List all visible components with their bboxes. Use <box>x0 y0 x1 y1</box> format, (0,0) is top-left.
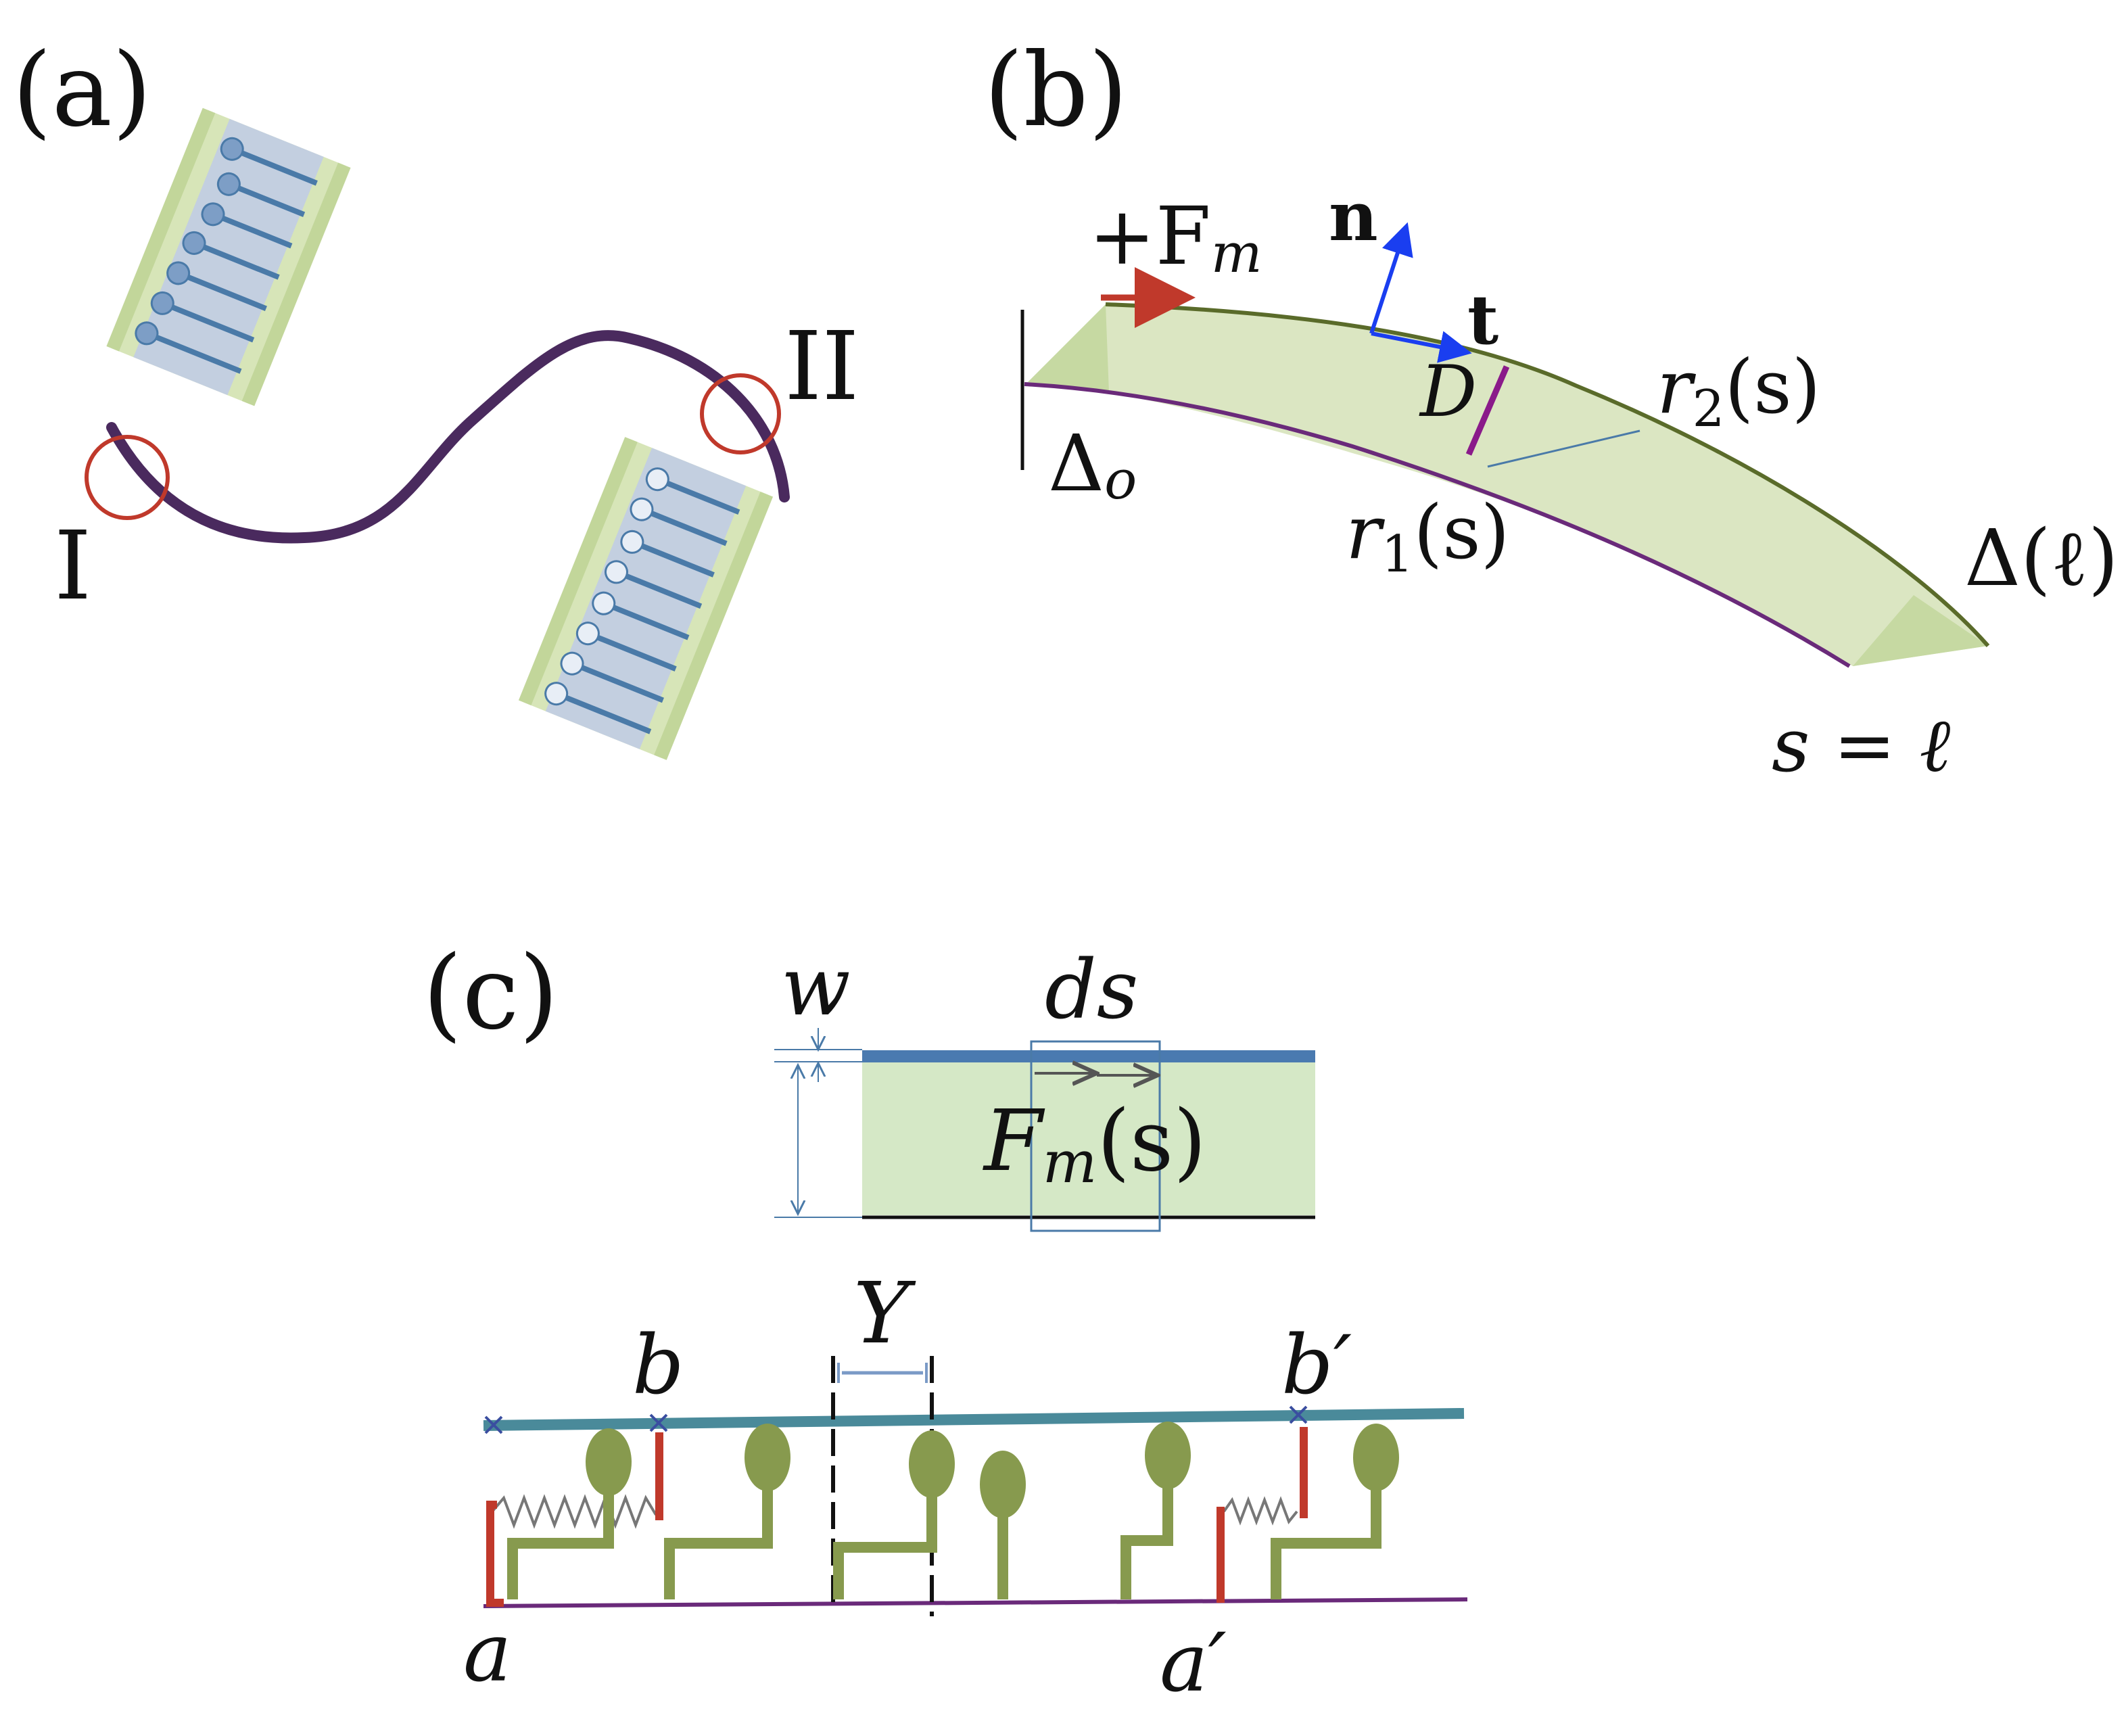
label-region-I: I <box>54 511 91 621</box>
cross-section-D <box>1465 365 1510 456</box>
panel-a: (a) <box>12 32 859 760</box>
circle-region-I <box>85 435 170 520</box>
r1-label: r1(s) <box>1346 489 1510 584</box>
panel-c-tag: (c) <box>423 935 559 1052</box>
r2-label: r2(s) <box>1657 344 1821 438</box>
band-top-edge <box>1105 302 1990 647</box>
a-prime-label: a′ <box>1160 1616 1227 1710</box>
inset-motor-array-upper <box>106 108 351 406</box>
binding-site-marks <box>484 1405 1308 1434</box>
top-actin-filament <box>483 1408 1465 1431</box>
circle-region-II <box>700 373 781 454</box>
crosslinks <box>486 1427 1308 1607</box>
spring-right <box>1223 1496 1298 1526</box>
force-label: +Fm <box>1089 189 1262 285</box>
filament-curve <box>106 330 790 544</box>
delta-o-label: Δo <box>1048 419 1137 511</box>
Y-label: Y <box>853 1265 916 1363</box>
normal-vector <box>1369 222 1413 334</box>
panel-a-tag: (a) <box>12 32 151 149</box>
b-prime-label: b′ <box>1281 1319 1352 1413</box>
motor-stalks <box>507 1486 1381 1599</box>
panel-b-tag: (b) <box>984 32 1128 149</box>
tangent-label: t <box>1467 280 1498 360</box>
bottom-actin-filament <box>483 1597 1468 1608</box>
ds-label: ds <box>1045 943 1138 1037</box>
D-label: D <box>1419 350 1477 433</box>
filament-band <box>1028 304 1988 666</box>
radius-line <box>1487 429 1640 468</box>
panel-c: (c) w ds Fm(s) Y <box>423 935 1468 1710</box>
delta-l-label: Δ(ℓ) <box>1964 513 2119 604</box>
inset-motor-array-lower <box>518 437 774 760</box>
fm-label: Fm(s) <box>983 1092 1206 1196</box>
normal-label: n <box>1329 177 1378 256</box>
motor-heads <box>586 1422 1399 1518</box>
spring-left <box>491 1494 657 1529</box>
ds-element-box <box>1030 1040 1161 1232</box>
w-label: w <box>781 940 851 1034</box>
band-bottom-edge <box>1024 382 1851 668</box>
b-label: b <box>632 1319 684 1413</box>
label-region-II: II <box>784 312 859 422</box>
tangent-vector <box>1371 331 1472 363</box>
a-label: a <box>463 1606 512 1700</box>
panel-b: (b) +Fm n t D Δo r1(s) r2(s) Δ(ℓ) s = ℓ <box>984 32 2119 789</box>
s-equals-l-label: s = ℓ <box>1772 702 1951 789</box>
